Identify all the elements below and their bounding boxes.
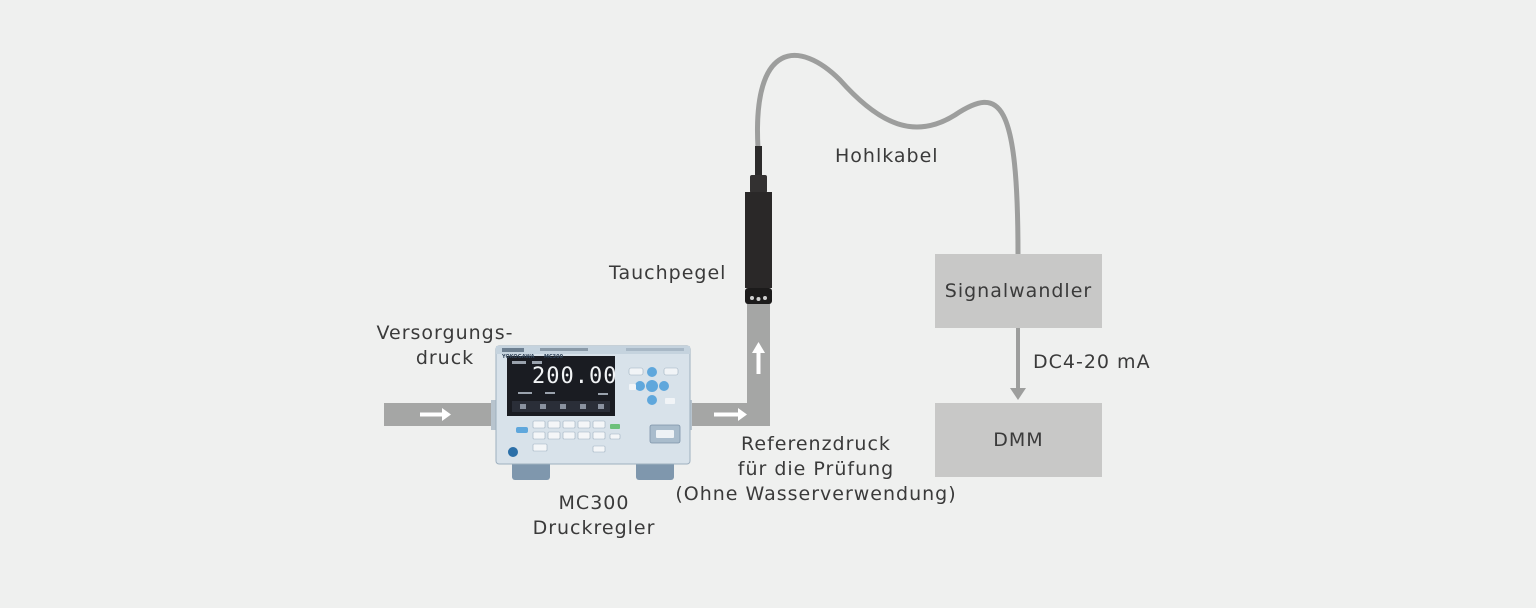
supply-pressure-line2: druck (415, 347, 475, 369)
controller-label-line1: MC300 (558, 492, 630, 514)
signal-converter-box: Signalwandler (935, 254, 1102, 328)
device-display-value: 200.00 (532, 364, 618, 389)
supply-pressure-line1: Versorgungs- (376, 322, 514, 344)
controller-label: MC300 Druckregler (514, 491, 674, 541)
dmm-label: DMM (993, 429, 1044, 451)
supply-pressure-label: Versorgungs- druck (370, 321, 520, 371)
reference-pressure-line3: (Ohne Wasserverwendung) (675, 483, 957, 505)
reference-pressure-line1: Referenzdruck (741, 433, 891, 455)
submersible-probe (745, 146, 772, 304)
probe-label: Tauchpegel (609, 262, 727, 284)
supply-flow-arrow-icon (420, 408, 451, 421)
device-brand-label: YOKOGAWA (502, 354, 535, 360)
hollow-cable (755, 53, 1021, 258)
dmm-box: DMM (935, 403, 1102, 477)
pressure-controller-device (491, 345, 692, 480)
signal-label: DC4-20 mA (1033, 351, 1151, 373)
cable-label: Hohlkabel (835, 145, 939, 167)
reference-pressure-line2: für die Prüfung (737, 458, 895, 480)
reference-flow-arrow-icon (714, 408, 747, 421)
device-model-label: MC300 (544, 354, 564, 360)
upward-flow-arrow-icon (752, 342, 765, 374)
signal-arrow-icon (1010, 388, 1026, 400)
reference-pressure-label: Referenzdruck für die Prüfung (Ohne Wass… (664, 432, 968, 507)
signal-converter-label: Signalwandler (944, 280, 1093, 302)
signal-arrow-shaft (1016, 328, 1020, 390)
controller-label-line2: Druckregler (532, 517, 656, 539)
